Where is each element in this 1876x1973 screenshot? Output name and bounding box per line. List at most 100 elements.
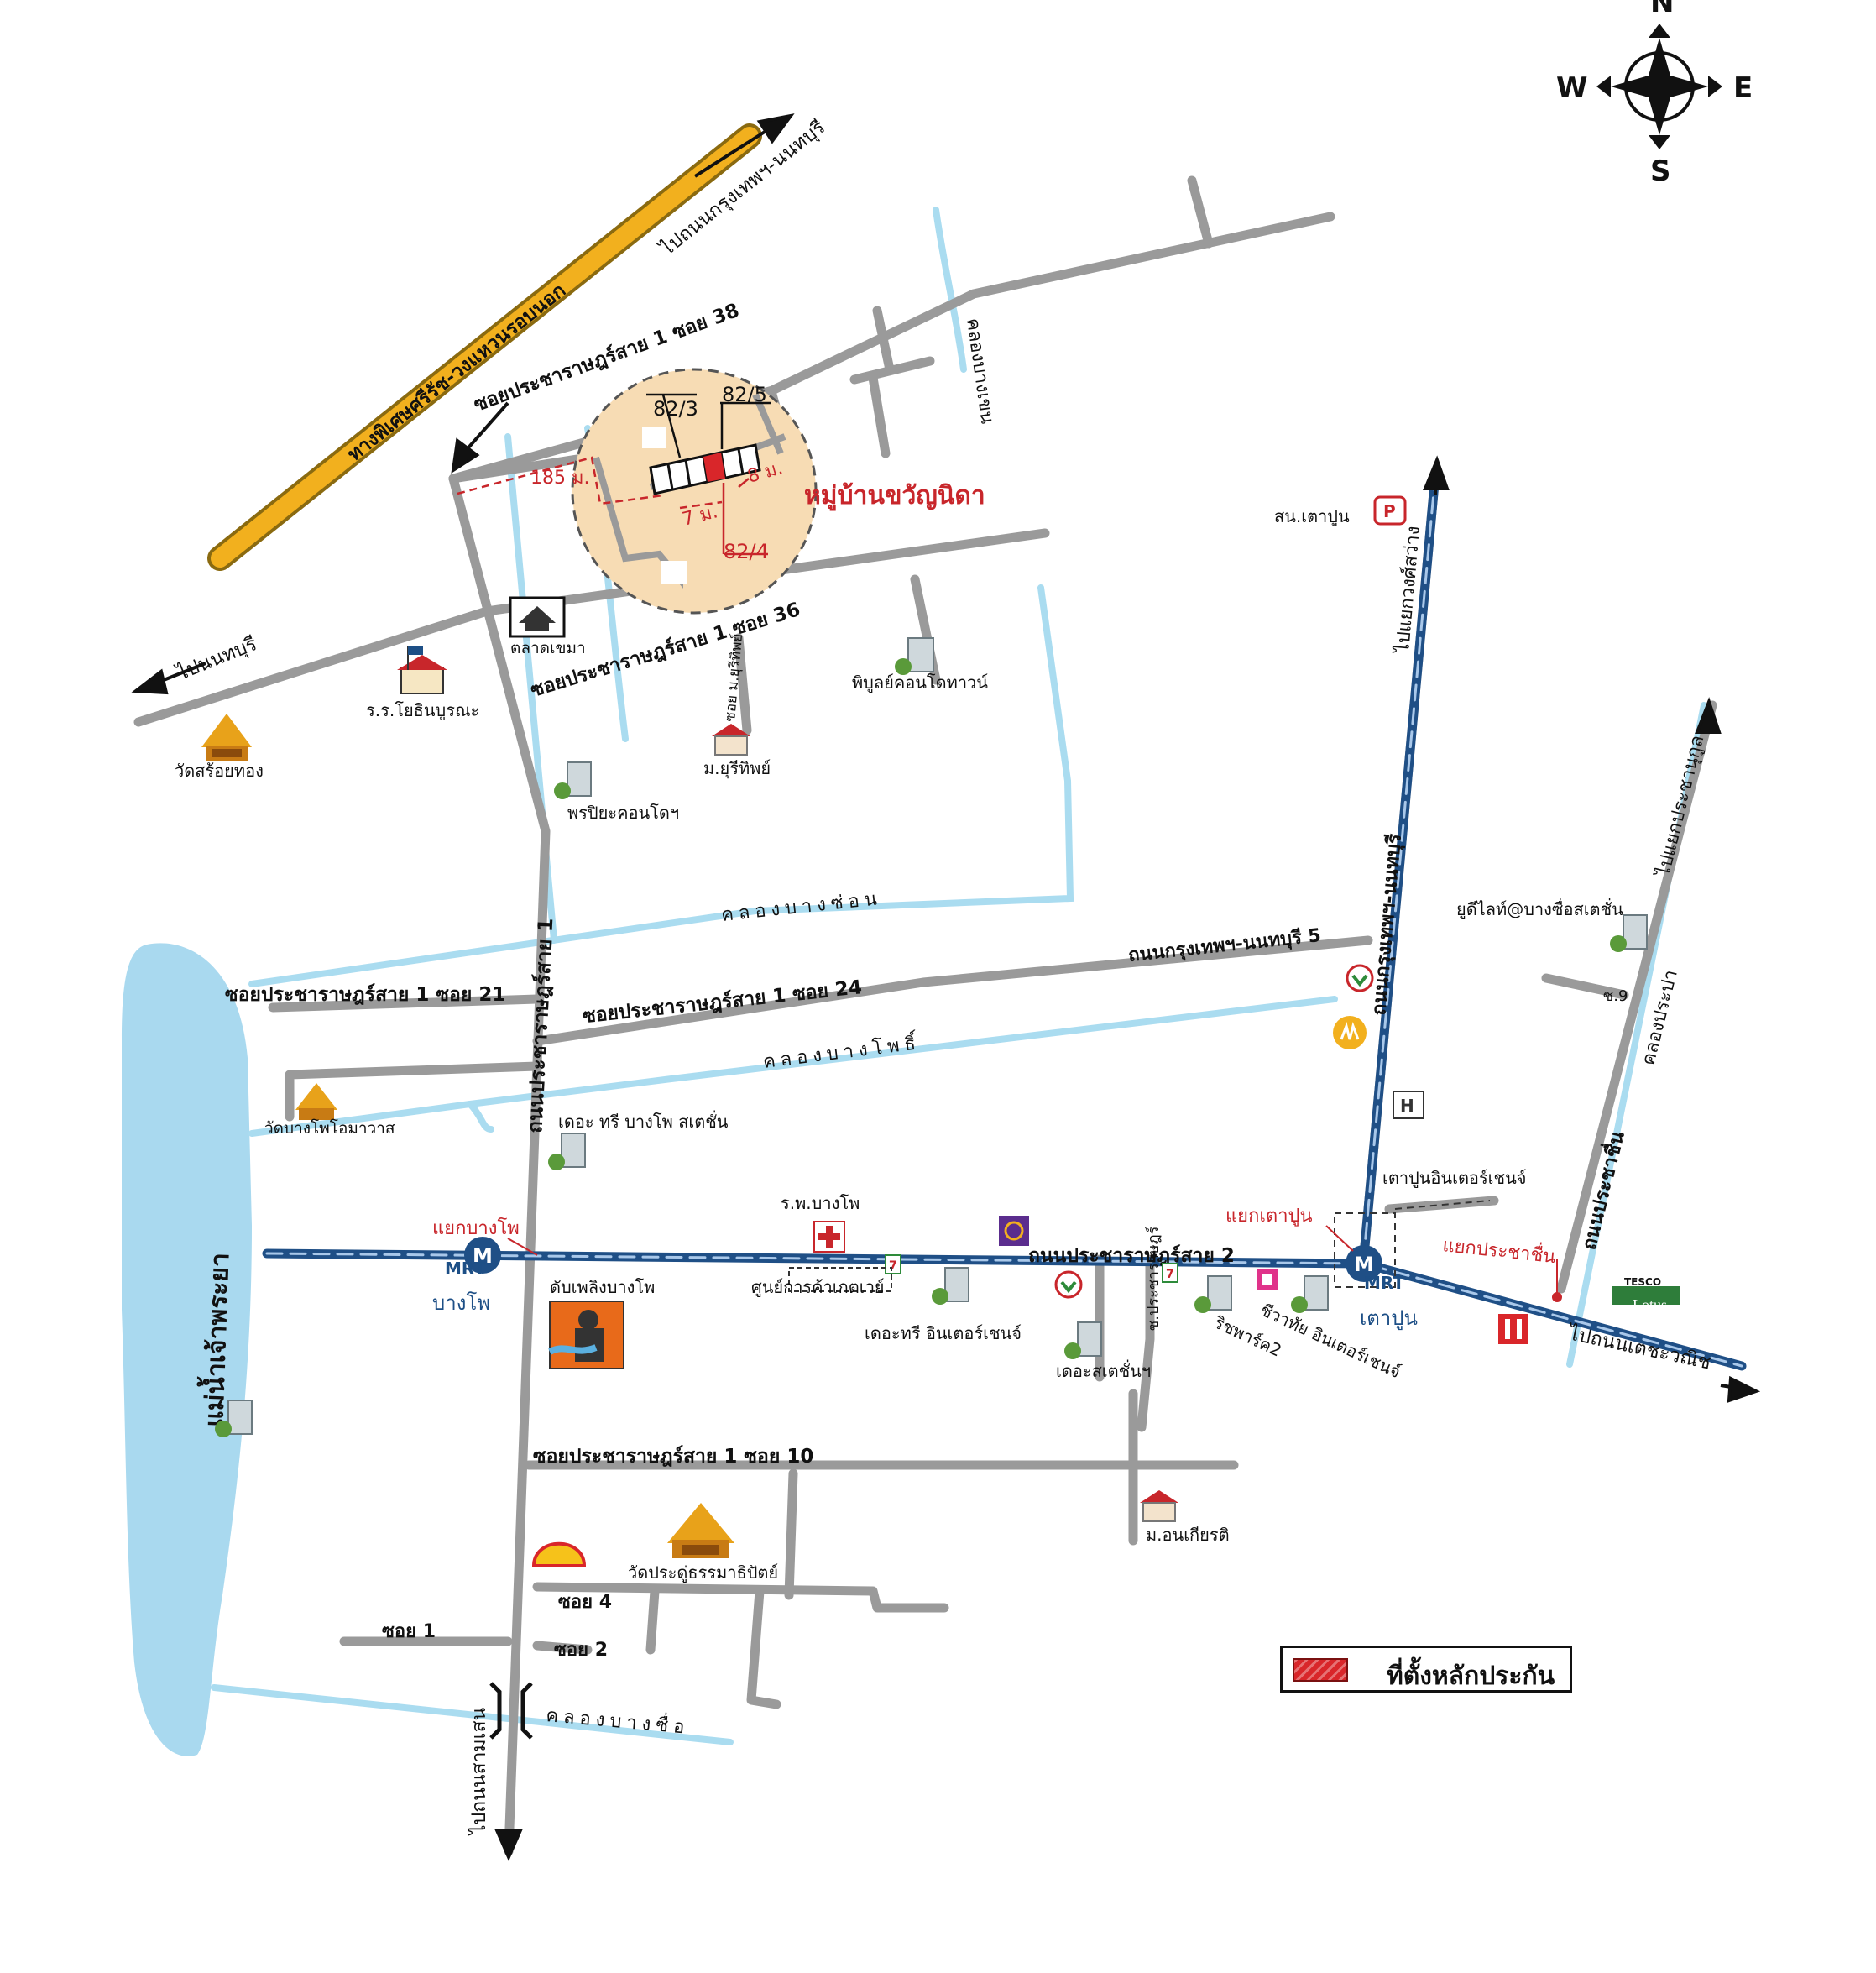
compass-rose: N S E W [1556,0,1753,188]
blank-tag-2 [661,561,687,584]
mrt-taopoon-name: เตาปูน [1360,1306,1418,1331]
canal-labels: คลองบางเขน คลองบางซ่อน คลองบางโพธิ์ คลอง… [195,317,1682,1739]
label-hospital: ร.พ.บางโพ [781,1193,860,1213]
subject-plot-marker [703,453,725,482]
label-police: สน.เตาปูน [1274,506,1350,527]
bank-icon-krungsri [1333,1016,1367,1049]
bridge-icon [489,1682,533,1740]
label-market: ตลาดเขมา [510,639,586,657]
arrow-sw-soi38 [451,437,480,474]
label-pracharat1: ถนนประชาราษฎร์สาย 1 [523,918,557,1134]
taopoon-interchange-box [1334,1212,1396,1288]
arrow-s-samsen [494,1829,524,1861]
mrt-line-bkk-nonthaburi-dash [1362,473,1437,1257]
gateway-box [788,1267,892,1292]
compass-e: E [1733,71,1753,105]
road-soi21 [268,994,542,1013]
condo-icon-udelight [1610,914,1648,952]
road-watbangpho [285,1061,542,1122]
label-soi1: ซอย 1 [382,1621,436,1642]
label-soi9: ซ.9 [1603,987,1628,1005]
road-soi4 [532,1582,949,1613]
label-junction-tao-poon: แยกเตาปูน [1225,1206,1313,1227]
label-fire-station: ดับเพลิงบางโพ [550,1277,655,1297]
road-soi38-branch [1187,175,1214,249]
dist-185-line [457,456,664,505]
hospital-icon [813,1221,845,1253]
seven-eleven-icon-right: 7 [1162,1263,1178,1283]
road-upper-stub3 [868,373,891,458]
temple-icon-bang-pho [295,1083,337,1120]
svg-text:H: H [1400,1096,1414,1116]
arrow-e-techawanit [1727,1375,1761,1403]
temple-icon-soi-thong [201,714,252,761]
label-bkk-nonthaburi5: ถนนกรุงเทพฯ-นนทบุรี 5 [1127,925,1322,967]
plot-824-label: 82/4 [724,540,769,563]
compass-s: S [1650,154,1671,188]
label-school: ร.ร.โยธินบูรณะ [366,700,479,721]
svg-text:P: P [1383,501,1396,521]
blank-tag-1 [642,427,666,448]
label-wat-pradu: วัดประดู่ธรรมาธิปัตย์ [628,1562,778,1583]
road-soi2 [532,1641,593,1655]
expressway-road-fill [211,127,759,568]
police-icon: P [1373,495,1407,526]
label-junction-bang-pho: แยกบางโพ [432,1217,520,1239]
label-phiboon-condo: พิบูลย์คอนโดทาวน์ [852,672,988,693]
canal-bang-son [248,584,1074,987]
label-wat-soi-thong: วัดสร้อยทอง [175,761,264,781]
compass-w: W [1556,71,1588,105]
condo-icon-river [215,1400,253,1437]
road-soi24 [532,935,1373,1046]
fire-station-icon [548,1301,624,1369]
road-prachachuen [1556,700,1717,1294]
label-phriya-condo: พรปิยะคอนโดฯ [567,803,679,823]
label-m-anukiat: ม.อนเกียรติ [1146,1525,1230,1545]
condo-icon-richpark [1194,1275,1232,1313]
mrt-bangpho-name: บางโพ [432,1291,490,1315]
condo-icon-phiboon [895,637,934,675]
road-soi36 [133,528,1050,727]
house-icon-yurithip [712,724,750,756]
plot-823-label: 82/3 [653,397,698,421]
label-canal-bang-pho: คลองบางโพธิ์ [761,1029,922,1073]
canal-bang-sue [211,1684,734,1745]
condo-icon-the-tree [548,1133,586,1170]
label-the-tree-bangpho: เดอะ ทรี บางโพ สเตชั่น [558,1110,729,1132]
plot-825-label: 82/5 [722,383,767,406]
landmark-labels: ตลาดเขมา ร.ร.โยธินบูรณะ วัดสร้อยทอง พิบู… [175,506,1667,1583]
condo-icon-chewathai [1291,1275,1329,1313]
label-the-station: เดอะสเตชั่นฯ [1056,1359,1151,1381]
road-pracharat-1 [448,474,551,1856]
road-soi9 [1541,973,1629,1000]
label-soi10: ซอยประชาราษฎร์สาย 1 ซอย 10 [533,1445,813,1468]
mrt-bangpho-icon: M [464,1237,501,1274]
road-taopoon-interchange-stub [1384,1196,1499,1214]
label-canal-bang-son: คลองบางซ่อน [720,888,883,926]
plot-823-pointer [661,394,682,458]
legend-label-collateral: ที่ตั้งหลักประกัน [1387,1662,1555,1691]
svg-text:7: 7 [889,1259,897,1273]
label-gateway: ศูนย์การค้าเกตเวย์ [751,1277,885,1298]
label-tesco: TESCO [1624,1276,1661,1288]
label-to-techawanit: ไปถนนเตชะวณิช [1565,1321,1713,1374]
landmark-icons: P H [201,495,1680,1740]
subject-highlight-circle [571,368,818,615]
bank-icon-ktb-style [1498,1314,1528,1344]
townhouse-row [649,443,761,495]
label-bkk-nonthaburi: ถนนกรุงเทพฯ-นนทบุรี [1368,832,1407,1016]
chao-phraya-river [122,943,252,1756]
legend: ที่ตั้งหลักประกัน [1280,1646,1572,1693]
canal-bang-pho [248,996,1338,1137]
condo-icon-phriya [554,761,592,799]
compass-needle [1611,38,1708,135]
mrt-bangpho-code: MRT [445,1259,485,1279]
bank-icon-aomsin [1257,1269,1278,1290]
shell-icon [531,1541,587,1567]
arrow-n-prachachuen [1695,697,1722,734]
road-soi-yurithip [734,633,752,735]
label-wat-bang-pho: วัดบางโพโอมาวาส [264,1118,395,1138]
road-upper-stub1 [872,306,895,374]
